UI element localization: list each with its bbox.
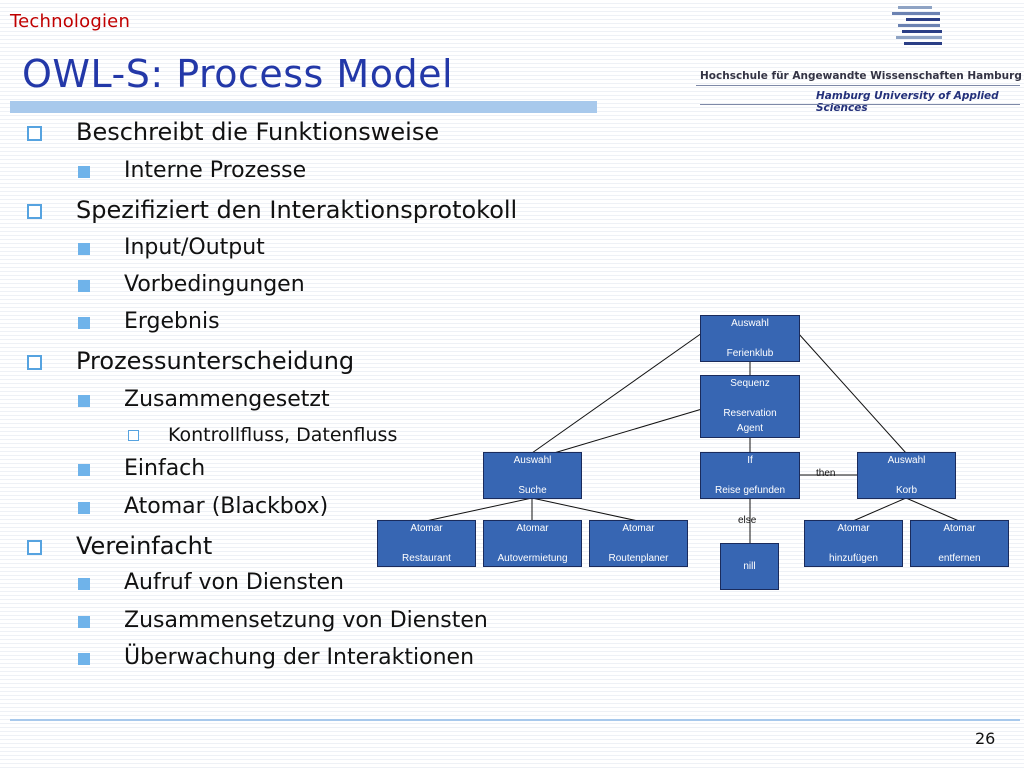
node-type-label: Sequenz: [730, 378, 770, 389]
filled-square-bullet-icon: [78, 616, 90, 628]
bullet-item: Atomar (Blackbox): [124, 494, 329, 519]
edge-korb-hinzu: [852, 497, 907, 522]
bullet-item: Überwachung der Interaktionen: [124, 645, 475, 670]
node-type-label: Auswahl: [731, 318, 769, 329]
bullet-item: Vereinfacht: [76, 532, 213, 560]
school-name-english: Hamburg University of Applied Sciences: [816, 90, 999, 114]
filled-square-bullet-icon: [78, 166, 90, 178]
filled-square-bullet-icon: [78, 395, 90, 407]
node-name-label: Restaurant: [402, 553, 451, 564]
page-title: OWL-S: Process Model: [22, 52, 454, 96]
bullet-item: Input/Output: [124, 235, 265, 260]
node-name-label: Ferienklub: [726, 348, 774, 359]
edge-korb-entf: [905, 497, 960, 522]
small-hollow-square-bullet-icon: [128, 430, 139, 441]
node-name-label: Reise gefunden: [714, 485, 786, 496]
edge-sequenz-suche: [553, 408, 703, 454]
node-name-label: Suche: [518, 485, 547, 496]
filled-square-bullet-icon: [78, 502, 90, 514]
node-name-label: Routenplaner: [608, 553, 669, 564]
node-name-label: Reservation Agent: [723, 408, 777, 434]
filled-square-bullet-icon: [78, 464, 90, 476]
school-rule-bottom: [700, 104, 1020, 105]
title-underline-bar: [10, 101, 597, 113]
node-name-label: entfernen: [938, 553, 981, 564]
edge-root-korb: [797, 332, 907, 454]
node-type-label: Atomar: [622, 523, 655, 534]
node-atomar-restaurant: Atomar Restaurant: [377, 520, 476, 567]
filled-square-bullet-icon: [78, 317, 90, 329]
node-sequenz-reservation-agent: Sequenz Reservation Agent: [700, 375, 800, 438]
bullet-item: Ergebnis: [124, 309, 220, 334]
bullet-item: Kontrollfluss, Datenfluss: [168, 424, 398, 446]
node-name-label: Korb: [895, 485, 918, 496]
footer-rule: [10, 719, 1020, 721]
node-auswahl-korb: Auswahl Korb: [857, 452, 956, 499]
school-rule-top: [696, 85, 1020, 86]
bullet-item: Beschreibt die Funktionsweise: [76, 118, 440, 146]
bullet-item: Zusammensetzung von Diensten: [124, 608, 488, 633]
bullet-item: Aufruf von Diensten: [124, 570, 344, 595]
node-type-label: Auswahl: [887, 455, 926, 466]
node-type-label: Auswahl: [513, 455, 552, 466]
filled-square-bullet-icon: [78, 280, 90, 292]
node-type-label: Atomar: [943, 523, 976, 534]
edge-label-else: else: [738, 515, 757, 526]
hollow-square-bullet-icon: [27, 540, 42, 555]
node-name-label: nill: [743, 561, 756, 572]
node-type-label: Atomar: [410, 523, 443, 534]
hollow-square-bullet-icon: [27, 204, 42, 219]
bullet-item: Prozessunterscheidung: [76, 347, 355, 375]
node-atomar-routenplaner: Atomar Routenplaner: [589, 520, 688, 567]
hollow-square-bullet-icon: [27, 126, 42, 141]
node-if-reise-gefunden: If Reise gefunden: [700, 452, 800, 499]
node-type-label: If: [747, 455, 753, 466]
filled-square-bullet-icon: [78, 653, 90, 665]
edge-label-then: then: [816, 468, 836, 479]
school-name-german: Hochschule für Angewandte Wissenschaften…: [700, 70, 1022, 82]
bullet-item: Einfach: [124, 456, 206, 481]
edge-root-suche: [531, 332, 703, 454]
node-auswahl-ferienklub: Auswahl Ferienklub: [700, 315, 800, 362]
node-atomar-entfernen: Atomar entfernen: [910, 520, 1009, 567]
bullet-item: Interne Prozesse: [124, 158, 307, 183]
node-nill: nill: [720, 543, 779, 590]
edge-suche-restaurant: [425, 497, 533, 522]
bullet-item: Spezifiziert den Interaktionsprotokoll: [76, 196, 518, 224]
hollow-square-bullet-icon: [27, 355, 42, 370]
filled-square-bullet-icon: [78, 578, 90, 590]
node-name-label: hinzufügen: [829, 553, 878, 564]
bullet-item: Vorbedingungen: [124, 272, 305, 297]
haw-logo-stripes-icon: [892, 6, 942, 45]
page-number: 26: [975, 729, 996, 748]
bullet-item: Zusammengesetzt: [124, 387, 330, 412]
filled-square-bullet-icon: [78, 243, 90, 255]
node-name-label: Autovermietung: [497, 553, 568, 564]
node-atomar-autovermietung: Atomar Autovermietung: [483, 520, 582, 567]
node-atomar-hinzufuegen: Atomar hinzufügen: [804, 520, 903, 567]
node-auswahl-suche: Auswahl Suche: [483, 452, 582, 499]
node-type-label: Atomar: [516, 523, 549, 534]
edge-suche-route: [531, 497, 639, 522]
node-type-label: Atomar: [837, 523, 870, 534]
section-label: Technologien: [10, 11, 131, 32]
